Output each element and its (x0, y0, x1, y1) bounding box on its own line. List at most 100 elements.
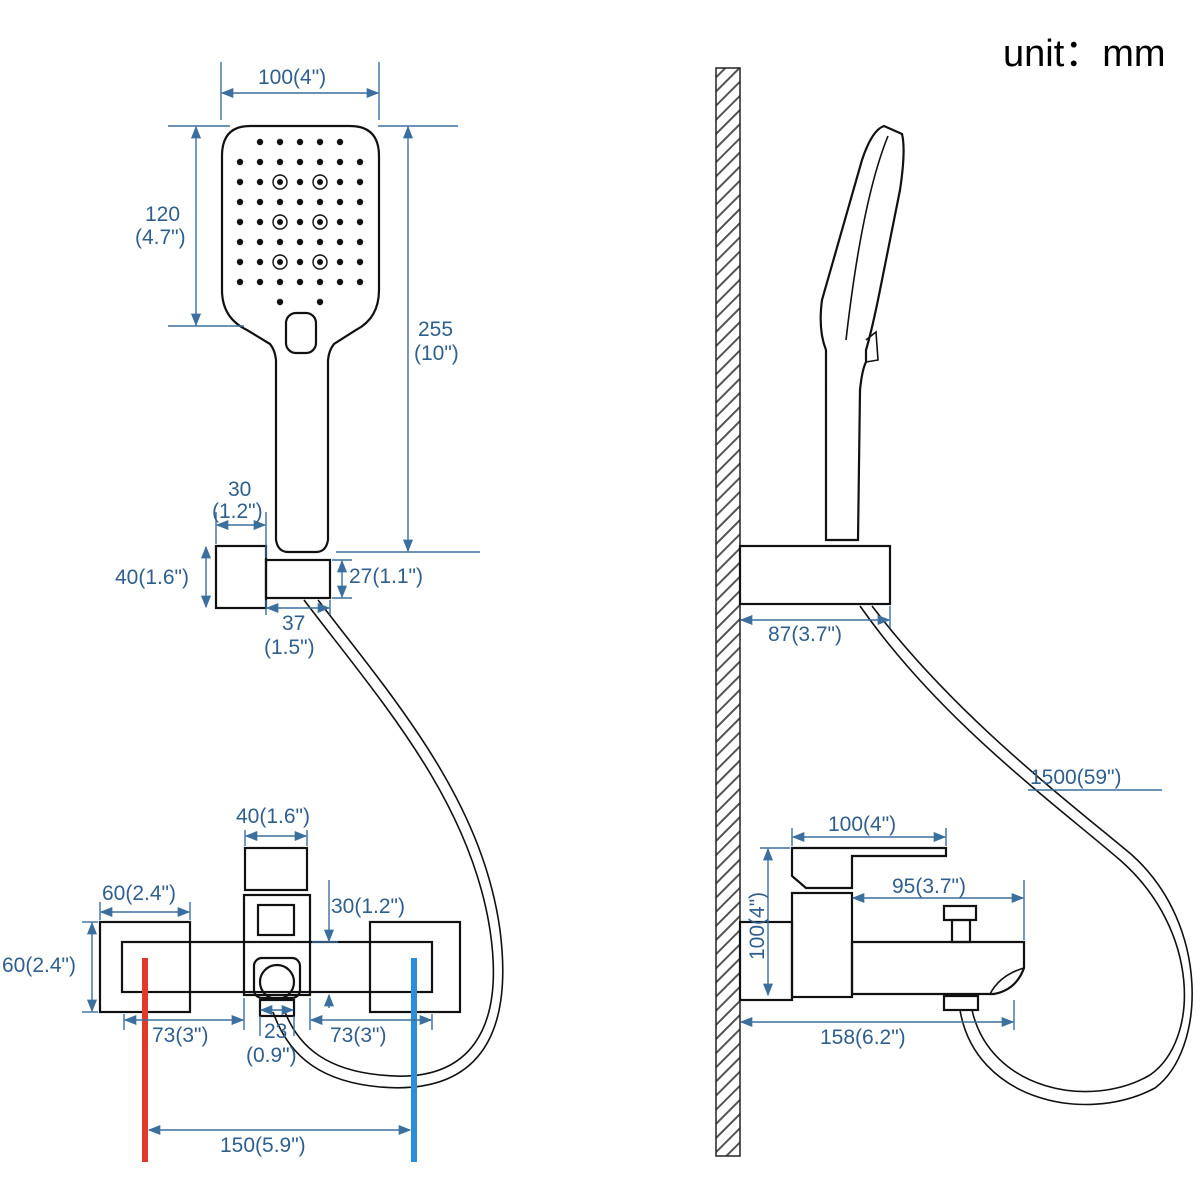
side-view: 87(3.7") 1500(59") 100(4") 95(3.7") 100(… (715, 67, 1193, 1157)
nozzle-dot (296, 158, 304, 166)
nozzle-dot (356, 158, 364, 166)
dim-head-height-in: (4.7") (135, 226, 186, 249)
mixer-side-body (790, 891, 854, 999)
nozzle-dot (296, 238, 304, 246)
nozzle-dot (316, 198, 324, 206)
large-nozzle-center (277, 259, 283, 265)
holder-side (738, 544, 892, 606)
side-button (865, 330, 879, 363)
nozzle-dot (356, 218, 364, 226)
spout-tip (989, 967, 1025, 995)
nozzle-dot (296, 218, 304, 226)
large-nozzle (272, 174, 288, 190)
dim-holder-depth: 27(1.1") (349, 565, 423, 588)
dim-mixer-side-width: 60(2.4") (102, 882, 176, 905)
shower-head-outline (220, 124, 381, 554)
shower-head-profile (819, 124, 905, 542)
nozzle-dot (316, 158, 324, 166)
nozzle-dot (336, 238, 344, 246)
mixer-lever-side (790, 846, 948, 890)
dim-body-height: 100(4") (746, 892, 769, 960)
dim-head-height-mm: 120 (145, 203, 180, 226)
nozzle-dot (296, 138, 304, 146)
front-view: 100(4") 120 (4.7") 255 (10") 30 (1.2") 4… (2, 62, 504, 1162)
nozzle-dot (296, 178, 304, 186)
nozzle-dot (296, 278, 304, 286)
dim-total-height-mm: 255 (418, 318, 453, 341)
unit-label: unit：mm (1003, 33, 1166, 75)
mixer-body (120, 940, 434, 994)
dim-spout-projection: 158(6.2") (820, 1026, 906, 1049)
nozzle-dot (336, 198, 344, 206)
nozzle-dot (356, 198, 364, 206)
nozzle-dot (256, 178, 264, 186)
nozzle-dot (356, 258, 364, 266)
large-nozzle (312, 254, 328, 270)
nozzle-dot (356, 178, 364, 186)
nozzle-dot (276, 238, 284, 246)
large-nozzle-center (317, 259, 323, 265)
dim-holder-width-in: (1.2") (212, 500, 263, 523)
nozzle-dot (256, 138, 264, 146)
nozzle-dot (336, 158, 344, 166)
nozzle-dot (256, 218, 264, 226)
dim-mixer-left-span: 73(3") (152, 1024, 208, 1047)
dim-mixer-height: 60(2.4") (2, 954, 76, 977)
dim-mixer-knob-height: 30(1.2") (331, 895, 405, 918)
dim-holder-offset-in: (1.5") (264, 636, 315, 659)
dim-outlet-width-mm: 23 (264, 1020, 287, 1043)
nozzle-dot (236, 218, 244, 226)
nozzle-dot (236, 258, 244, 266)
nozzle-dot (336, 218, 344, 226)
diverter-knob (256, 903, 296, 937)
diverter-stem (950, 918, 972, 944)
dim-diverter-offset: 95(3.7") (892, 875, 966, 898)
dim-head-width: 100(4") (258, 66, 326, 89)
nozzle-dot (356, 278, 364, 286)
dim-mixer-right-span: 73(3") (330, 1024, 386, 1047)
nozzle-dot (336, 178, 344, 186)
dim-holder-height: 40(1.6") (115, 566, 189, 589)
lever-cap (243, 846, 309, 892)
nozzle-dot (296, 198, 304, 206)
outlet-nut-side (942, 994, 980, 1012)
large-nozzle (272, 254, 288, 270)
nozzle-dot (256, 258, 264, 266)
large-nozzle-center (317, 219, 323, 225)
mode-button (284, 311, 318, 355)
nozzle-dot (276, 158, 284, 166)
dim-inlet-spacing: 150(5.9") (220, 1134, 306, 1157)
wall-bracket (214, 544, 268, 610)
spout-side (850, 940, 1026, 996)
hot-inlet (142, 958, 148, 1162)
nozzle-dot (236, 198, 244, 206)
nozzle-dot (316, 138, 324, 146)
nozzle-dot (296, 258, 304, 266)
nozzle-dot (256, 158, 264, 166)
dim-holder-width-mm: 30 (228, 478, 251, 501)
large-nozzle (312, 214, 328, 230)
holder-cup (264, 558, 332, 600)
nozzle-dot (256, 198, 264, 206)
hose-side-inner (871, 605, 1193, 1106)
dim-hose-length: 1500(59") (1030, 766, 1122, 789)
nozzle-dot (316, 278, 324, 286)
head-face-line (845, 135, 889, 341)
nozzle-dot (276, 298, 284, 306)
nozzle-dot (256, 278, 264, 286)
nozzle-dot (236, 158, 244, 166)
large-nozzle-center (277, 179, 283, 185)
dim-holder-projection: 87(3.7") (768, 623, 842, 646)
dim-outlet-width-in: (0.9") (246, 1044, 297, 1067)
nozzle-dot (316, 298, 324, 306)
large-nozzle-center (277, 219, 283, 225)
dim-mixer-top-width: 40(1.6") (236, 805, 310, 828)
nozzle-dot (256, 238, 264, 246)
nozzle-dot (276, 138, 284, 146)
cold-inlet (411, 958, 417, 1162)
dim-holder-offset-mm: 37 (282, 612, 305, 635)
nozzle-dot (276, 198, 284, 206)
nozzle-dot (336, 138, 344, 146)
large-nozzle (272, 214, 288, 230)
